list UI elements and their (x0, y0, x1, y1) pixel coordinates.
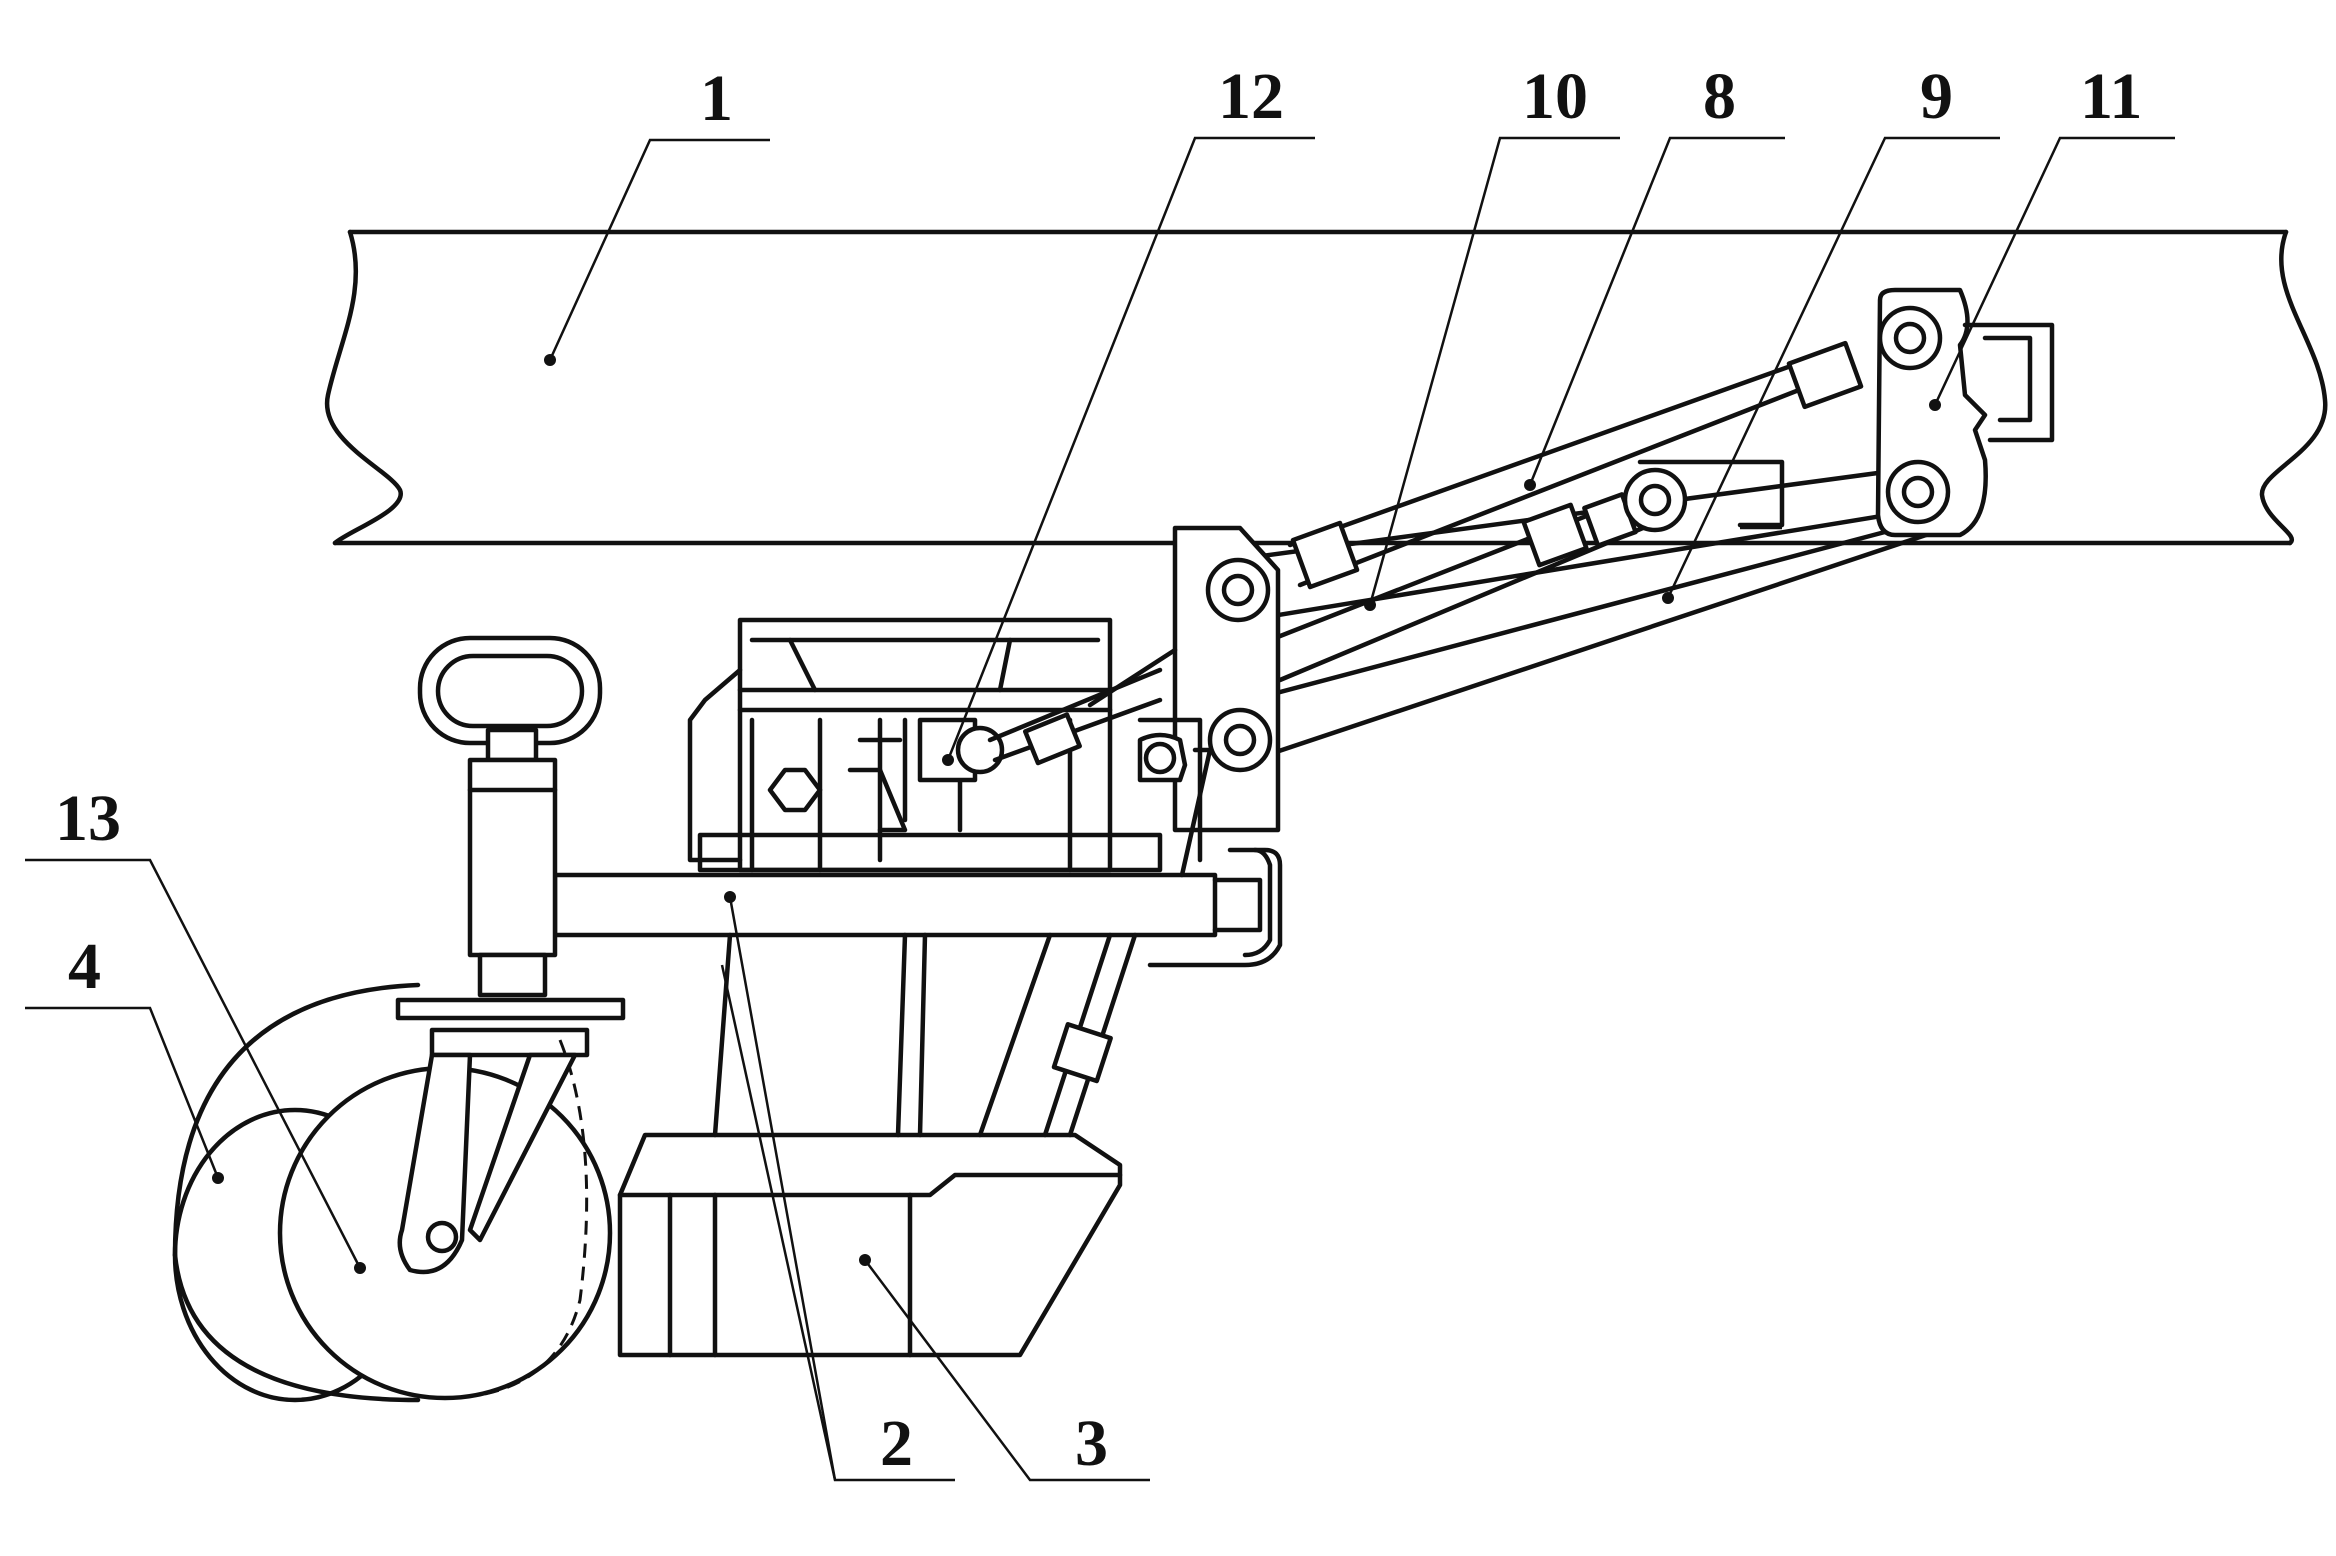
label-11: 11 (2080, 60, 2142, 133)
mount-plate-part-11 (1878, 290, 2052, 535)
crossbar-part-2 (555, 850, 1280, 965)
label-10: 10 (1522, 60, 1588, 133)
scraper-part-3 (620, 935, 1135, 1355)
caster-assembly (175, 638, 623, 1400)
machine-block (690, 620, 1200, 870)
label-2: 2 (880, 1407, 913, 1480)
pivot-post (1175, 528, 1278, 830)
label-13: 13 (55, 782, 121, 855)
label-4: 4 (68, 930, 101, 1003)
linkage-arms (1232, 343, 1935, 760)
beam-part-1 (327, 232, 2325, 543)
label-3: 3 (1075, 1407, 1108, 1480)
label-8: 8 (1703, 60, 1736, 133)
label-1: 1 (700, 62, 733, 135)
label-12: 12 (1218, 60, 1284, 133)
label-9: 9 (1920, 60, 1953, 133)
